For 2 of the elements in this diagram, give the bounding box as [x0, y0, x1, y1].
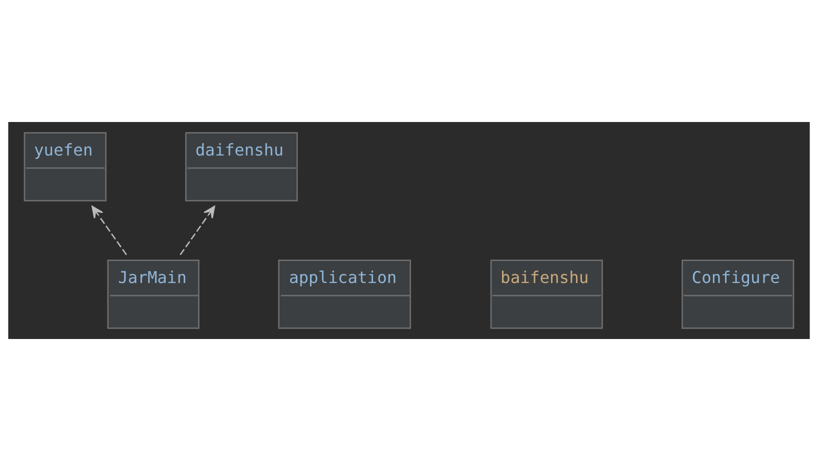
arrow — [92, 206, 127, 256]
arrow — [180, 206, 216, 256]
